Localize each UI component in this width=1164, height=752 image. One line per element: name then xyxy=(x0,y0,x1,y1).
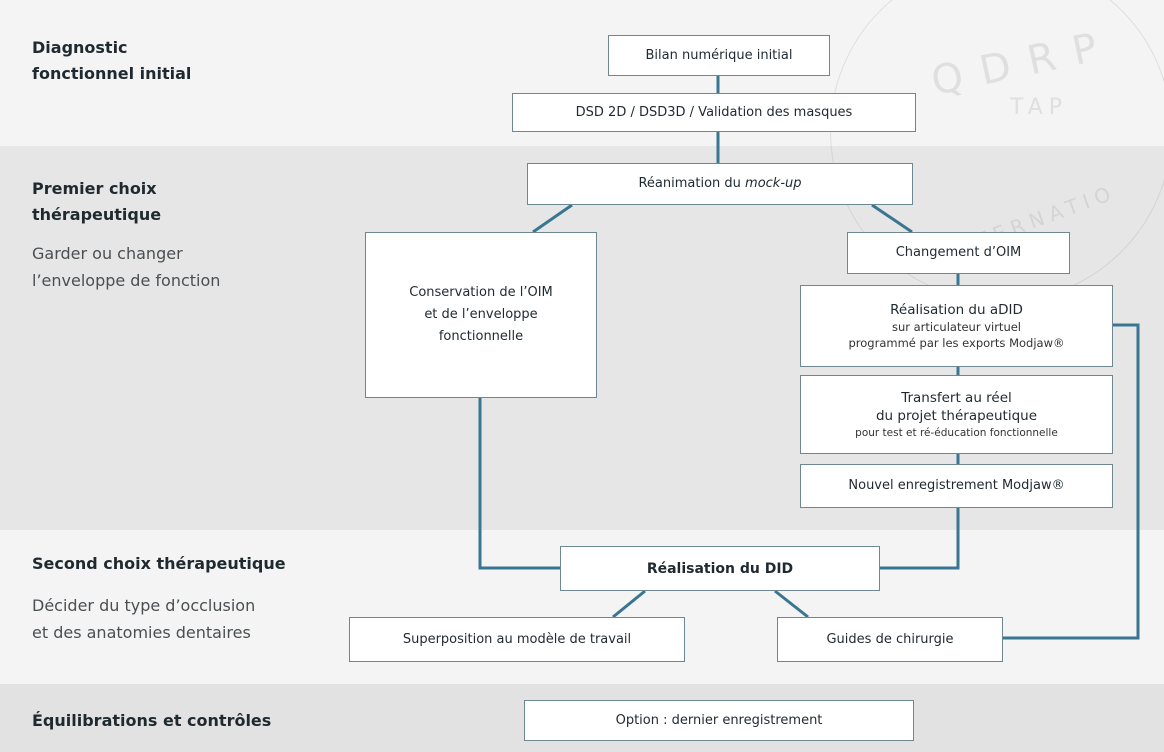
connector-conservation-did xyxy=(478,398,560,570)
nouvel-box: Nouvel enregistrement Modjaw® xyxy=(800,464,1113,508)
transfert-title: Transfert au réel du projet thérapeutiqu… xyxy=(875,389,1038,424)
transfert-subtitle: pour test et ré-éducation fonctionnelle xyxy=(855,426,1058,439)
section-subtitle-second-choix: Décider du type d’occlusion et des anato… xyxy=(32,596,256,642)
connector-did-superposition xyxy=(612,589,646,619)
conservation-box: Conservation de l’OIM et de l’enveloppe … xyxy=(365,232,597,398)
connector-adid-guides xyxy=(1003,323,1140,640)
section-title-second-choix: Second choix thérapeutique xyxy=(32,554,286,573)
nouvel-label: Nouvel enregistrement Modjaw® xyxy=(848,478,1065,493)
conservation-label: Conservation de l’OIM et de l’enveloppe … xyxy=(409,285,553,344)
transfert-box: Transfert au réel du projet thérapeutiqu… xyxy=(800,375,1113,454)
bilan-box: Bilan numérique initial xyxy=(608,35,830,76)
reanimation-box: Réanimation du mock-up xyxy=(527,163,913,205)
guides-label: Guides de chirurgie xyxy=(826,631,954,647)
reanimation-label-prefix: Réanimation du xyxy=(638,176,746,191)
option-label: Option : dernier enregistrement xyxy=(615,712,823,728)
section-title-premier-choix: Premier choix thérapeutique xyxy=(32,179,162,224)
option-box: Option : dernier enregistrement xyxy=(524,700,914,741)
dsd-label: DSD 2D / DSD3D / Validation des masques xyxy=(575,104,853,120)
superposition-box: Superposition au modèle de travail xyxy=(349,617,685,662)
connector-reanimation-conservation xyxy=(532,203,573,234)
changement-label: Changement d’OIM xyxy=(895,245,1022,260)
section-subtitle-premier-choix: Garder ou changer l’enveloppe de fonctio… xyxy=(32,244,221,290)
reanimation-label-em: mock-up xyxy=(745,176,802,191)
reanimation-label: Réanimation du mock-up xyxy=(638,175,801,193)
connector-did-guides xyxy=(774,589,809,619)
adid-box: Réalisation du aDID sur articulateur vir… xyxy=(800,285,1113,367)
superposition-label: Superposition au modèle de travail xyxy=(402,631,632,647)
section-title-equilibrations: Équilibrations et contrôles xyxy=(32,711,272,730)
guides-box: Guides de chirurgie xyxy=(777,617,1003,662)
did-box: Réalisation du DID xyxy=(560,546,880,591)
section-title-diagnostic: Diagnostic fonctionnel initial xyxy=(32,38,192,83)
bilan-label: Bilan numérique initial xyxy=(645,47,793,63)
adid-title: Réalisation du aDID xyxy=(890,302,1023,318)
watermark-sub: TAP xyxy=(1010,95,1069,120)
connector-reanimation-changement xyxy=(871,203,913,234)
dsd-box: DSD 2D / DSD3D / Validation des masques xyxy=(512,93,916,132)
adid-subtitle: sur articulateur virtuel programmé par l… xyxy=(848,320,1065,350)
connector-nouvel-did xyxy=(880,508,960,570)
changement-box: Changement d’OIM xyxy=(847,232,1070,274)
did-label: Réalisation du DID xyxy=(646,560,794,577)
